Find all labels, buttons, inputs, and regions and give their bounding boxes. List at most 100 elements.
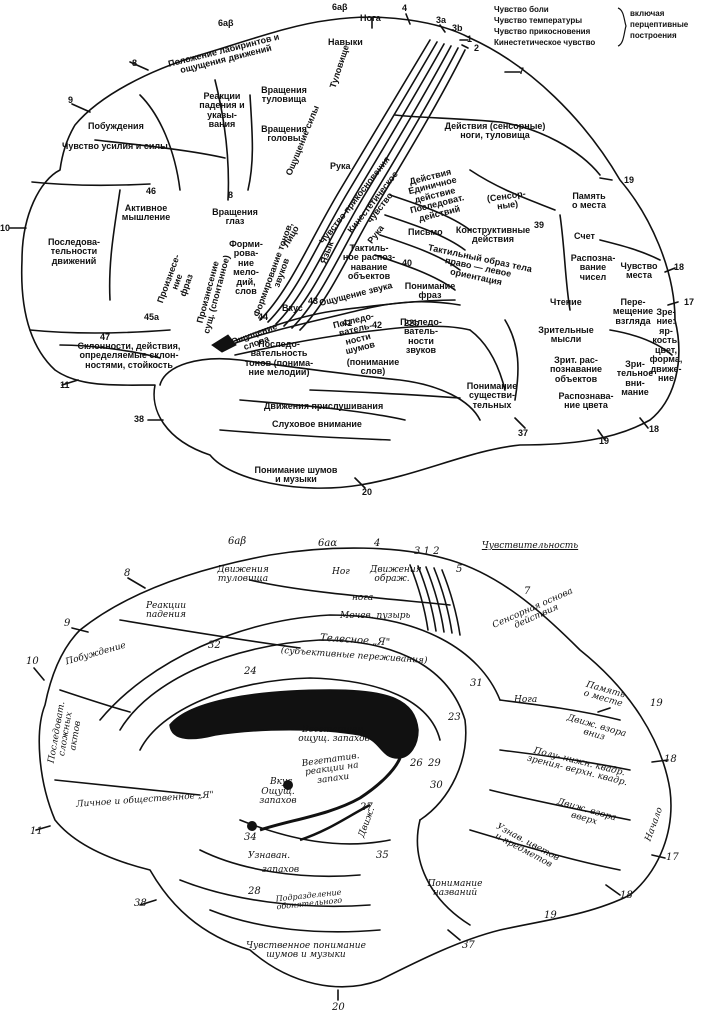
area-number: 46 <box>146 186 157 196</box>
area-number: 7 <box>524 586 531 597</box>
label-place-sense: Чувство места <box>620 261 658 281</box>
area-number: 38 <box>134 898 147 909</box>
area-number: 7 <box>519 66 525 76</box>
label-movement-sequences: Последова- тельности движений <box>47 237 101 266</box>
label-listening-movements: Движения прислушивания <box>264 401 384 411</box>
label-phrase-comprehension: Понимание фраз <box>404 281 456 301</box>
label-number-recognition: Распозна- вание чисел <box>570 253 616 282</box>
bottom-dot-2 <box>247 821 257 831</box>
area-number: 3b <box>452 23 463 33</box>
area-number: 20 <box>332 1002 345 1013</box>
legend-item-kinesthetic: Кинестетическое чувство <box>494 38 596 47</box>
area-number: 18 <box>674 262 685 272</box>
bottom-cingulate-outer <box>119 639 467 821</box>
area-number: 19 <box>624 175 635 185</box>
area-number: 9 <box>68 95 74 105</box>
legend-item-temperature: Чувство температуры <box>494 16 583 25</box>
legend-bracket <box>617 7 627 47</box>
area-number: 19 <box>650 698 663 709</box>
area-number: 2 <box>474 43 480 53</box>
area-number: 4 <box>402 3 408 13</box>
label-legs: Ног <box>332 567 350 577</box>
area-number: 35 <box>376 850 389 861</box>
area-number: 44 <box>258 312 269 322</box>
area-number: 34 <box>244 832 257 843</box>
label-bladder: Мочев. пузырь <box>340 611 411 621</box>
label-vision: Зре- ние: яр- кость, цвет, форма, движе-… <box>649 307 683 384</box>
label-leg-m2: Нога <box>514 695 538 705</box>
label-name-comprehension: Понимание названий <box>427 879 483 899</box>
label-counting: Счет <box>574 231 595 241</box>
area-number: 4 <box>374 538 381 549</box>
area-number: 47 <box>100 332 111 342</box>
label-smell-sensation: Ощущ. запахов <box>259 787 297 807</box>
area-number: 8 <box>132 58 138 68</box>
label-color-recognition: Распознава- ние цвета <box>558 391 614 411</box>
top-temporal-lobe <box>159 357 481 421</box>
label-smells: запахов <box>262 865 300 875</box>
label-trunk-rotation: Вращения туловища <box>261 85 307 105</box>
label-skills: Навыки <box>328 37 363 47</box>
area-number: 26 <box>410 758 423 769</box>
area-number: 42 <box>372 320 383 330</box>
label-tone-sequence: Последо- вательность тонов (понима- ние … <box>244 339 314 378</box>
label-taste: Вкус <box>282 303 303 313</box>
area-number: 24 <box>244 666 257 677</box>
area-number: 11 <box>60 380 70 390</box>
label-sensory-noise-comprehension: Чувственное понимание шумов и музыки <box>246 941 366 961</box>
area-number: 39 <box>534 220 545 230</box>
area-number: 5 <box>456 564 463 575</box>
area-number: 18 <box>649 424 660 434</box>
area-number: 19 <box>599 436 610 446</box>
label-movement-image: Движения ображ. <box>370 565 422 585</box>
label-object-recognition: Зрит. рас- познавание объектов <box>549 355 603 384</box>
area-number: 18 <box>620 890 633 901</box>
legend-item-pain: Чувство боли <box>494 5 549 14</box>
label-taste-m: Вкус <box>270 777 293 787</box>
label-gaze-shift: Пере- мещение взгляда <box>612 297 654 326</box>
area-number: 37 <box>518 428 529 438</box>
top-hemisphere-outline <box>20 16 680 489</box>
area-number: 18 <box>664 754 677 765</box>
label-sensitivity: Чувствительность <box>481 541 579 551</box>
corpus-callosum <box>169 689 419 759</box>
top-brainstem-mark <box>211 334 237 353</box>
area-number: 6aβ <box>218 18 234 28</box>
area-number: 43 <box>308 296 319 306</box>
area-number: 10 <box>26 656 39 667</box>
label-writing: Письмо <box>408 227 443 237</box>
label-eye-rotation: Вращения глаз <box>212 207 258 227</box>
label-noise-music-comprehension: Понимание шумов и музыки <box>254 465 338 485</box>
label-visual-attention: Зри- тельное вни- мание <box>616 359 654 398</box>
label-active-thinking: Активное мышление <box>121 203 171 223</box>
area-number: 11 <box>30 826 43 837</box>
label-hand-1: Рука <box>330 161 351 171</box>
area-number: 6aβ <box>332 2 348 12</box>
label-leg-m: нога <box>352 593 374 603</box>
area-number: 40 <box>402 258 413 268</box>
label-recognition: Узнаван. <box>248 851 291 861</box>
legend-list: Чувство боли Чувство температуры Чувство… <box>494 4 619 48</box>
area-number: 31 <box>470 678 483 689</box>
area-number: 8 <box>124 568 131 579</box>
area-number: 6aα <box>318 538 338 549</box>
bottom-hemisphere-outline <box>38 547 672 988</box>
label-tactile-recognition: Тактиль- ное распоз- навание объектов <box>342 243 396 282</box>
area-number: 30 <box>430 780 443 791</box>
area-number: 6aβ <box>228 536 247 547</box>
area-number: 3 1 2 <box>414 546 440 557</box>
label-sensory-actions: Действия (сенсорные) ноги, туловища <box>444 121 546 141</box>
label-falling-reactions: Реакции падения и указы- вания <box>199 91 245 130</box>
area-number: 37 <box>462 940 475 951</box>
area-number: 45a <box>144 312 160 322</box>
label-sound-sequences: Последо- ватель- ности звуков <box>400 317 442 356</box>
label-melody-formation: Форми- рова- ние мело- дий, слов <box>229 239 263 297</box>
label-head-rotation: Вращения головы <box>261 124 307 144</box>
label-trunk-movements: Движения туловища <box>217 565 269 585</box>
label-effort-sense: Чувство усилия и силы <box>62 141 168 151</box>
legend-bracket-note: включая перцептивные построения <box>630 9 689 40</box>
area-number: 3a <box>436 15 447 25</box>
label-place-memory: Память о места <box>572 191 606 211</box>
